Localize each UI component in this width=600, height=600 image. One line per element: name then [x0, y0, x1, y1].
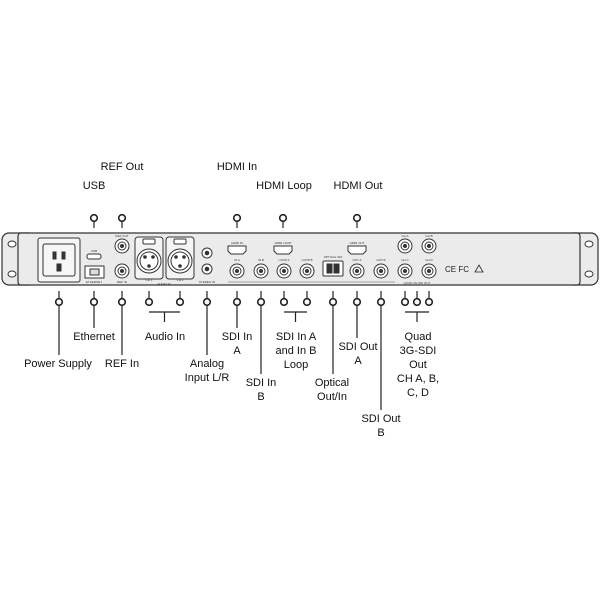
callout-lines: [54, 213, 434, 410]
panel-loop-a-text: LOOP A: [279, 258, 290, 262]
callout-sdi-out-b-dot: [376, 297, 386, 307]
panel-ch2-text: CH 2: [177, 278, 184, 282]
label-optical: Optical Out/In: [314, 377, 350, 403]
hdmi-loop-port: [273, 245, 293, 255]
weee-icon: [474, 264, 484, 273]
quad-ch-d-bnc: [421, 263, 437, 279]
xlr-ch2: [165, 236, 195, 280]
quad-ch-b-bnc: [421, 238, 437, 254]
quad-ch-c-bnc: [397, 263, 413, 279]
callout-ethernet-dot: [89, 297, 99, 307]
label-sdi-in-loop: SDI In A and In B Loop: [275, 331, 317, 371]
label-hdmi-out: HDMI Out: [333, 180, 383, 192]
callout-analog-dot: [202, 297, 212, 307]
label-sdi-out-b: SDI Out B: [361, 413, 401, 439]
callout-sdi-in-b-dot: [256, 297, 266, 307]
callout-hdmi-loop-dot: [278, 213, 288, 223]
label-sdi-out-a: SDI Out A: [338, 341, 378, 367]
label-sdi-in-a: SDI In A: [221, 331, 253, 357]
callout-audio-dot-0: [144, 297, 154, 307]
panel-ch1-text: CH 1: [146, 278, 153, 282]
power-inlet: [37, 237, 81, 283]
panel-loop-b-text: LOOP B: [301, 258, 312, 262]
label-ethernet: Ethernet: [73, 331, 115, 343]
sdi-loop-a-bnc: [276, 263, 292, 279]
callout-loop-dot-0: [279, 297, 289, 307]
rack-hole-left-bottom: [7, 270, 17, 278]
panel-ch-a-text: CH A: [401, 234, 408, 238]
rca-left: [201, 247, 213, 259]
panel-sdi-out-a-text: OUT A: [353, 258, 362, 262]
panel-quad-sdi-text: QUAD 3G-SDI OUT: [404, 281, 431, 285]
label-ref-out: REF Out: [100, 161, 144, 173]
sdi-out-b-bnc: [373, 263, 389, 279]
callout-optical-dot: [328, 297, 338, 307]
rack-hole-right-top: [584, 240, 594, 248]
quad-ch-a-bnc: [397, 238, 413, 254]
panel-ref-in-text: REF IN: [117, 280, 127, 284]
sdi-in-a-bnc: [229, 263, 245, 279]
ref-out-bnc: [114, 238, 130, 254]
callout-loop-dot-1: [302, 297, 312, 307]
label-hdmi-in: HDMI In: [216, 161, 258, 173]
panel-usb-text: USB: [91, 249, 97, 253]
label-usb: USB: [82, 180, 106, 192]
label-audio-in: Audio In: [144, 331, 186, 343]
hdmi-in-port: [227, 245, 247, 255]
panel-in-a-text: IN A: [234, 258, 240, 262]
label-power-supply: Power Supply: [24, 358, 92, 370]
panel-ch-d-text: CH D: [425, 258, 433, 262]
label-sdi-in-b: SDI In B: [245, 377, 277, 403]
panel-in-b-text: IN B: [258, 258, 264, 262]
panel-ch-c-text: CH C: [401, 258, 409, 262]
callout-quad-dot-2: [424, 297, 434, 307]
callout-quad-dot-0: [400, 297, 410, 307]
sdi-in-b-bnc: [253, 263, 269, 279]
callout-hdmi-in-dot: [232, 213, 242, 223]
label-hdmi-loop: HDMI Loop: [256, 180, 312, 192]
label-quad-sdi: Quad 3G-SDI Out CH A, B, C, D: [396, 331, 440, 399]
optical-sfp-port: [322, 260, 344, 277]
ethernet-port: [84, 265, 105, 279]
ref-in-bnc: [114, 263, 130, 279]
callout-usb-dot: [89, 213, 99, 223]
panel-audio-in-text: AUDIO IN: [157, 282, 170, 286]
usb-port: [86, 253, 102, 260]
callout-quad-dot-1: [412, 297, 422, 307]
callout-power-dot: [54, 297, 64, 307]
callout-sdi-in-a-dot: [232, 297, 242, 307]
panel-hdmi-loop-text: HDMI LOOP: [275, 241, 292, 245]
callout-hdmi-out-dot: [352, 213, 362, 223]
panel-sdi-out-b-text: OUT B: [376, 258, 385, 262]
callout-ref-out-dot: [117, 213, 127, 223]
panel-hdmi-in-text: HDMI IN: [231, 241, 243, 245]
panel-ch-b-text: CH B: [425, 234, 432, 238]
hdmi-out-port: [347, 245, 367, 255]
panel-hdmi-out-text: HDMI OUT: [350, 241, 365, 245]
rca-right: [201, 263, 213, 275]
callout-sdi-out-a-dot: [352, 297, 362, 307]
xlr-ch1: [134, 236, 164, 280]
panel-ethernet-text: ETHERNET: [86, 280, 102, 284]
certification-marks: CE FC: [445, 265, 469, 274]
rack-hole-right-bottom: [584, 270, 594, 278]
panel-optical-text: OPTICAL SDI: [324, 255, 343, 259]
sdi-out-a-bnc: [349, 263, 365, 279]
callout-ref-in-dot: [117, 297, 127, 307]
panel-stereo-in-text: STEREO IN: [199, 280, 215, 284]
callout-audio-dot-1: [175, 297, 185, 307]
label-analog-input: Analog Input L/R: [184, 358, 230, 384]
panel-ref-out-text: REF OUT: [115, 234, 128, 238]
rack-hole-left-top: [7, 240, 17, 248]
label-ref-in: REF In: [104, 358, 140, 370]
sdi-loop-b-bnc: [299, 263, 315, 279]
